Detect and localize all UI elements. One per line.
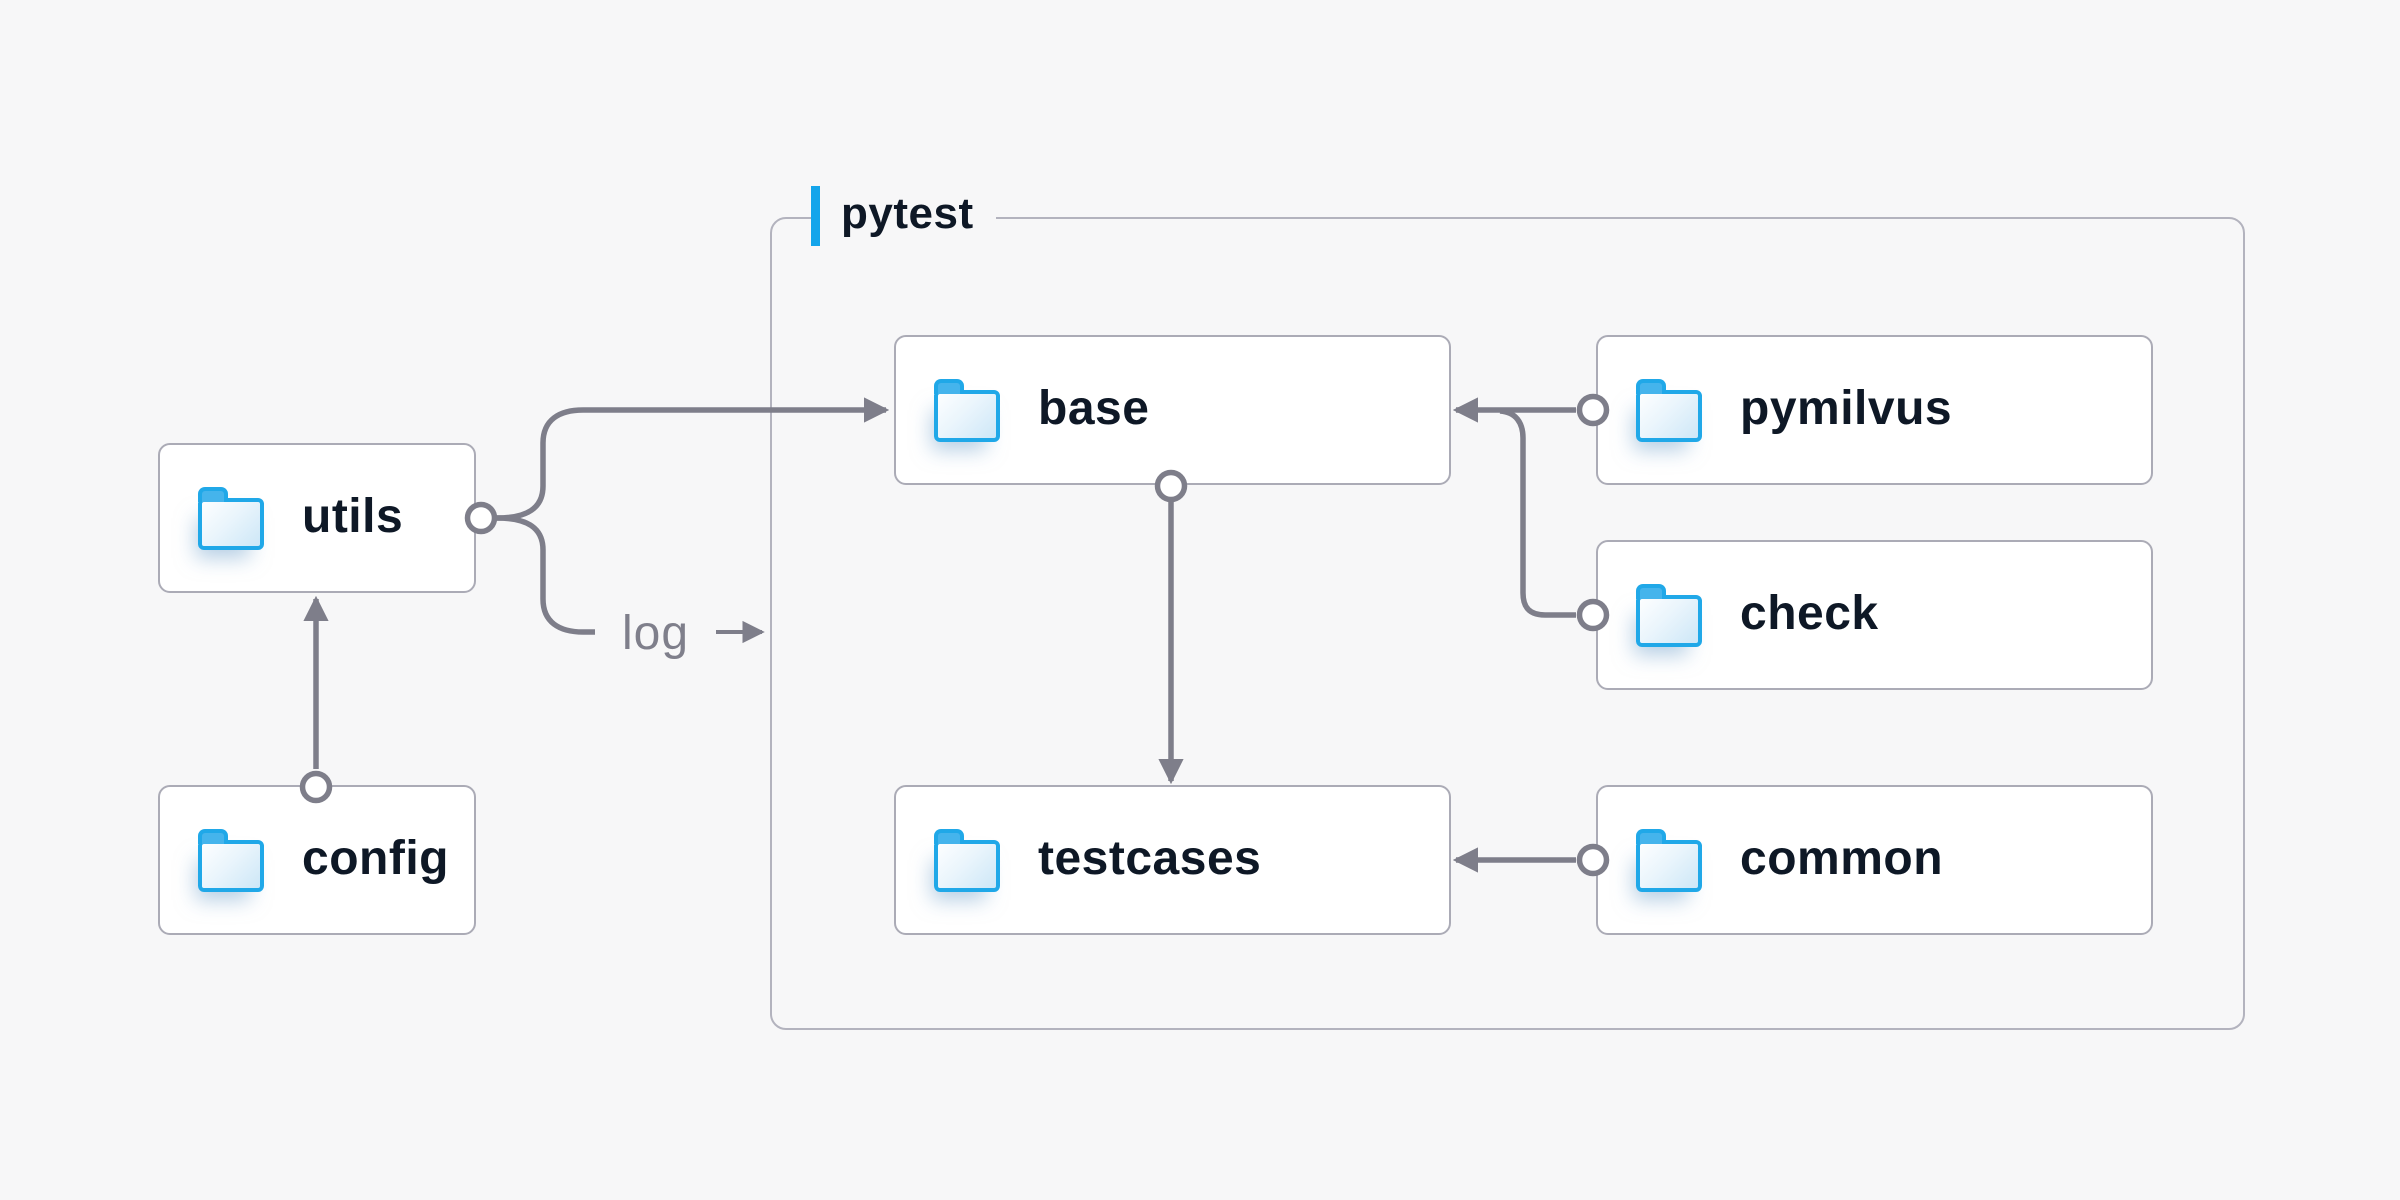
edge-label-log: log [621, 606, 690, 660]
node-common-label: common [1740, 831, 1944, 885]
node-config: config [158, 785, 476, 935]
folder-icon [198, 829, 264, 892]
folder-icon [934, 379, 1000, 442]
pytest-container [770, 217, 2245, 1030]
node-base-label: base [1038, 381, 1150, 435]
node-utils-label: utils [302, 489, 404, 543]
folder-icon [934, 829, 1000, 892]
node-pymilvus: pymilvus [1596, 335, 2153, 485]
node-config-label: config [302, 831, 449, 885]
folder-icon [198, 487, 264, 550]
node-utils: utils [158, 443, 476, 593]
node-check-label: check [1740, 586, 1879, 640]
edge-utils-to-log [496, 515, 595, 635]
accent-bar [811, 186, 820, 246]
folder-icon [1636, 584, 1702, 647]
node-check: check [1596, 540, 2153, 690]
node-testcases: testcases [894, 785, 1451, 935]
node-testcases-label: testcases [1038, 831, 1262, 885]
pytest-container-label: pytest [811, 183, 996, 249]
node-base: base [894, 335, 1451, 485]
pytest-label-text: pytest [841, 189, 974, 238]
node-pymilvus-label: pymilvus [1740, 381, 1953, 435]
folder-icon [1636, 379, 1702, 442]
node-common: common [1596, 785, 2153, 935]
folder-icon [1636, 829, 1702, 892]
